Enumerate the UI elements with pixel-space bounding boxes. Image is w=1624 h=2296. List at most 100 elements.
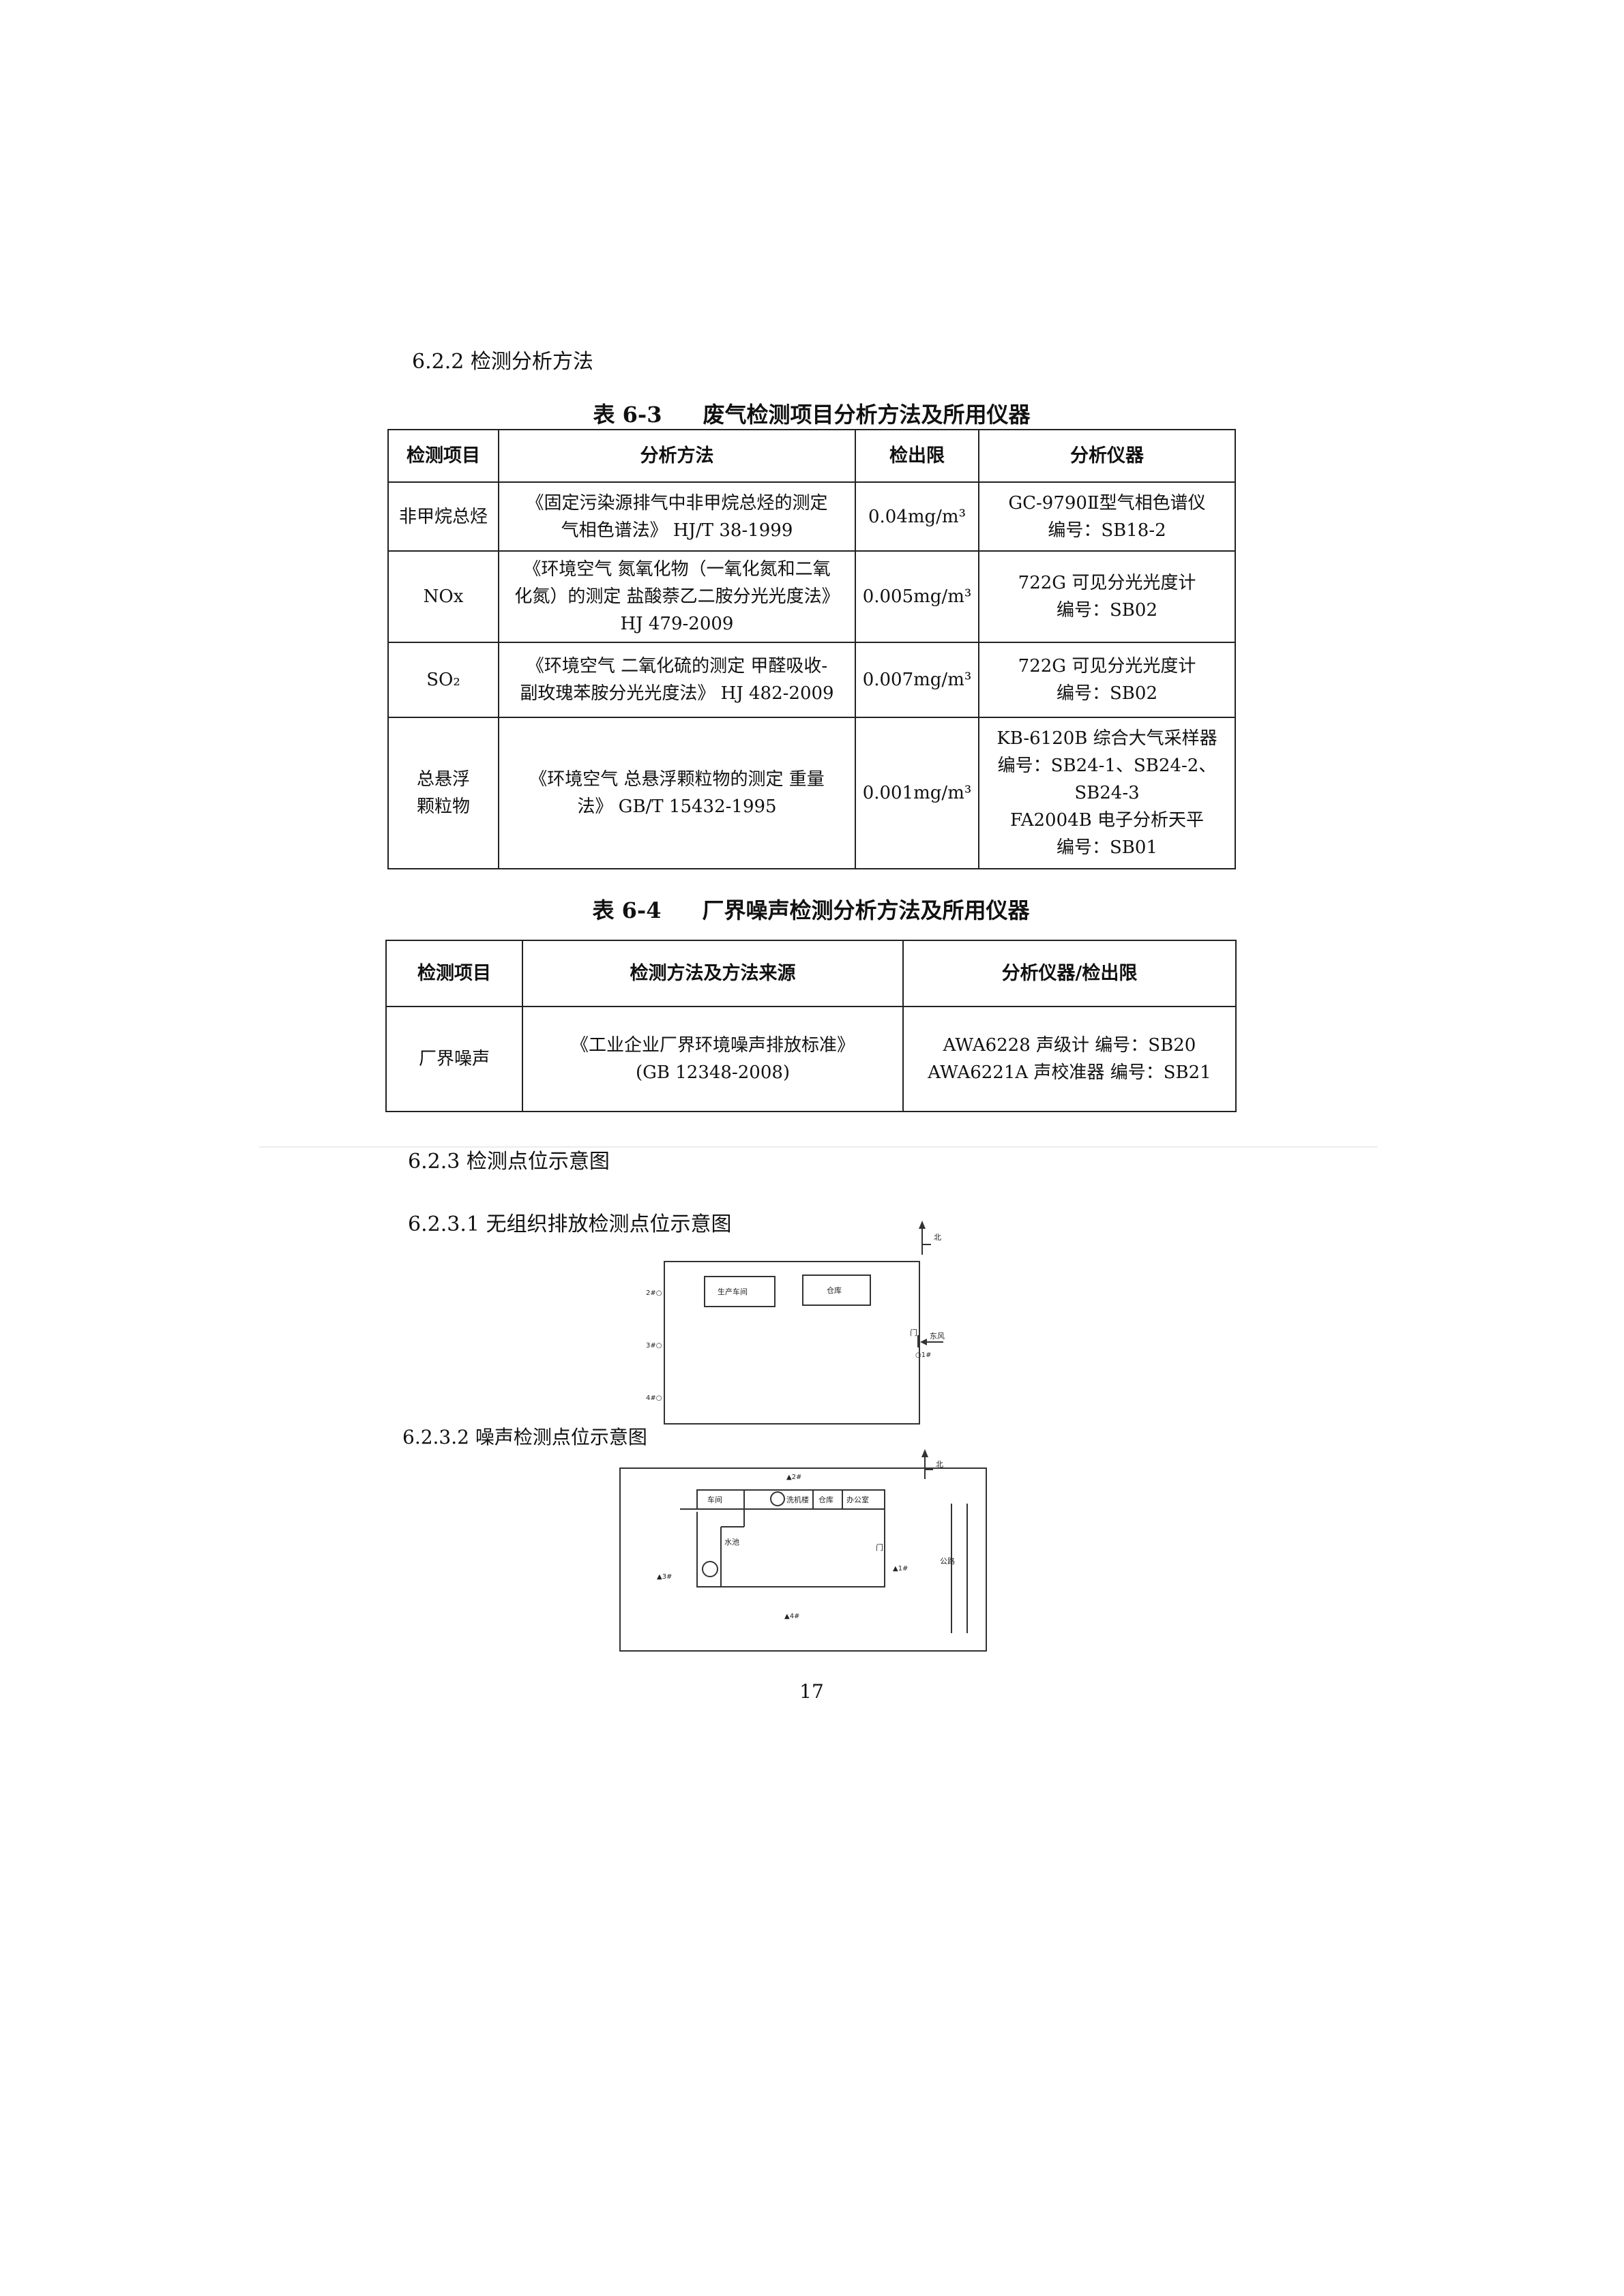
instrument-cell: KB-6120B 综合大气采样器 编号：SB24-1、SB24-2、 SB24-… (978, 717, 1236, 869)
north-label: 北 (934, 1233, 941, 1242)
method-line: 《环境空气 二氧化硫的测定 甲醛吸收- (526, 656, 828, 676)
item-line: 颗粒物 (416, 796, 470, 817)
method-line: HJ 479-2009 (620, 614, 734, 634)
method-cell: 《固定污染源排气中非甲烷总烃的测定 气相色谱法》 HJ/T 38-1999 (498, 481, 856, 552)
instrument-cell: GC-9790Ⅱ型气相色谱仪 编号：SB18-2 (978, 481, 1236, 552)
north-arrow-icon (921, 1449, 928, 1457)
table-6-3: 检测项目 分析方法 检出限 分析仪器 非甲烷总烃 《固定污染源排气中非甲烷总烃的… (387, 429, 1236, 869)
table-6-3-title: 废气检测项目分析方法及所用仪器 (703, 402, 1031, 428)
page-number: 17 (799, 1680, 824, 1703)
table-row: 总悬浮 颗粒物 《环境空气 总悬浮颗粒物的测定 重量 法》 GB/T 15432… (387, 717, 1236, 869)
method-line: 《固定污染源排气中非甲烷总烃的测定 (526, 492, 828, 513)
header-cell: 分析仪器/检出限 (902, 940, 1237, 1007)
table-6-4-number: 表 6-4 (592, 897, 662, 923)
section-heading-6-2-3-2: 6.2.3.2 噪声检测点位示意图 (402, 1426, 647, 1448)
warehouse-label: 仓库 (818, 1495, 833, 1504)
instrument-cell: 722G 可见分光光度计 编号：SB02 (978, 642, 1236, 718)
noise-point-4: ▲4# (784, 1613, 799, 1620)
method-line: 《环境空气 总悬浮颗粒物的测定 重量 (529, 769, 825, 790)
method-cell: 《环境空气 二氧化硫的测定 甲醛吸收- 副玫瑰苯胺分光光度法》 HJ 482-2… (498, 642, 856, 718)
limit-cell: 0.001mg/m³ (855, 717, 979, 869)
instrument-cell: AWA6228 声级计 编号：SB20 AWA6221A 声校准器 编号：SB2… (902, 1006, 1237, 1112)
machine-label: 洗机楼 (786, 1495, 809, 1504)
north-label: 北 (936, 1460, 943, 1469)
instrument-line: KB-6120B 综合大气采样器 (996, 728, 1217, 749)
door-label: 门 (876, 1542, 883, 1552)
section-heading-6-2-3: 6.2.3 检测点位示意图 (408, 1150, 610, 1174)
monitor-point-4: 4#○ (646, 1395, 662, 1402)
section-heading-6-2-3-1: 6.2.3.1 无组织排放检测点位示意图 (408, 1212, 732, 1236)
instrument-line: AWA6228 声级计 编号：SB20 (943, 1035, 1196, 1056)
table-6-4-caption: 表 6-4 厂界噪声检测分析方法及所用仪器 (387, 893, 1235, 925)
instrument-line: FA2004B 电子分析天平 (1009, 810, 1205, 831)
monitor-point-1: ○1# (915, 1352, 931, 1359)
monitor-point-2: 2#○ (646, 1289, 662, 1297)
noise-point-3: ▲3# (657, 1573, 672, 1581)
method-line: 《工业企业厂界环境噪声排放标准》 (570, 1035, 855, 1056)
road-label: 公路 (940, 1557, 955, 1566)
header-cell: 检测项目 (387, 429, 499, 483)
header-cell: 检测项目 (385, 940, 523, 1007)
workshop-label: 车间 (707, 1495, 722, 1504)
method-cell: 《环境空气 总悬浮颗粒物的测定 重量 法》 GB/T 15432-1995 (498, 717, 856, 869)
door-label: 门 (910, 1328, 917, 1337)
instrument-line: SB24-3 (1074, 783, 1140, 803)
header-cell: 检测方法及方法来源 (522, 940, 904, 1007)
table-row: 非甲烷总烃 《固定污染源排气中非甲烷总烃的测定 气相色谱法》 HJ/T 38-1… (387, 481, 1236, 552)
diagram-noise-points: 北 车间 洗机楼 仓库 办公室 水池 公路 门 ▲1# ▲2# ▲3# ▲4# (619, 1449, 987, 1652)
item-cell: 总悬浮 颗粒物 (387, 717, 499, 869)
workshop-building (704, 1276, 776, 1307)
method-line: 气相色谱法》 HJ/T 38-1999 (561, 520, 793, 541)
water-tank-circle (702, 1561, 718, 1577)
method-line: 副玫瑰苯胺分光光度法》 HJ 482-2009 (520, 683, 834, 704)
wind-label: 东风 (930, 1332, 945, 1341)
method-line: 《环境空气 氮氧化物（一氧化氮和二氧 (523, 559, 831, 580)
workshop-label: 生产车间 (718, 1287, 748, 1296)
item-cell: SO₂ (387, 642, 499, 718)
item-cell: 非甲烷总烃 (387, 481, 499, 552)
noise-point-1: ▲1# (893, 1565, 908, 1572)
instrument-line: 编号：SB18-2 (1048, 520, 1166, 541)
table-header-row: 检测项目 分析方法 检出限 分析仪器 (387, 429, 1236, 483)
header-cell: 分析仪器 (978, 429, 1236, 483)
instrument-line: GC-9790Ⅱ型气相色谱仪 (1008, 492, 1206, 513)
warehouse-building (802, 1274, 871, 1306)
instrument-line: AWA6221A 声校准器 编号：SB21 (928, 1062, 1211, 1083)
limit-cell: 0.007mg/m³ (855, 642, 979, 718)
table-6-4: 检测项目 检测方法及方法来源 分析仪器/检出限 厂界噪声 《工业企业厂界环境噪声… (385, 940, 1237, 1112)
section-heading-6-2-2: 6.2.2 检测分析方法 (412, 350, 593, 374)
instrument-cell: 722G 可见分光光度计 编号：SB02 (978, 550, 1236, 643)
table-row: 厂界噪声 《工业企业厂界环境噪声排放标准》 (GB 12348-2008) AW… (385, 1006, 1237, 1112)
instrument-line: 722G 可见分光光度计 (1018, 656, 1196, 676)
machine-circle (770, 1491, 785, 1506)
method-line: 化氮）的测定 盐酸萘乙二胺分光光度法》 (514, 586, 840, 607)
instrument-line: 编号：SB01 (1056, 837, 1157, 858)
limit-cell: 0.04mg/m³ (855, 481, 979, 552)
method-cell: 《工业企业厂界环境噪声排放标准》 (GB 12348-2008) (522, 1006, 904, 1112)
instrument-line: 编号：SB24-1、SB24-2、 (997, 756, 1217, 776)
table-6-3-caption: 表 6-3 废气检测项目分析方法及所用仪器 (389, 398, 1235, 429)
item-cell: NOx (387, 550, 499, 643)
method-line: 法》 GB/T 15432-1995 (577, 796, 777, 817)
table-row: SO₂ 《环境空气 二氧化硫的测定 甲醛吸收- 副玫瑰苯胺分光光度法》 HJ 4… (387, 642, 1236, 718)
item-line: 总悬浮 (416, 769, 470, 790)
table-header-row: 检测项目 检测方法及方法来源 分析仪器/检出限 (385, 940, 1237, 1007)
table-6-3-number: 表 6-3 (593, 402, 662, 428)
plant-outline (680, 1508, 885, 1587)
office-label: 办公室 (846, 1495, 869, 1504)
instrument-line: 编号：SB02 (1056, 683, 1157, 704)
warehouse-label: 仓库 (827, 1285, 842, 1295)
method-line: (GB 12348-2008) (635, 1062, 791, 1083)
table-row: NOx 《环境空气 氮氧化物（一氧化氮和二氧 化氮）的测定 盐酸萘乙二胺分光光度… (387, 550, 1236, 643)
wind-arrow-icon (920, 1339, 927, 1345)
water-tank-label: 水池 (724, 1538, 739, 1547)
method-cell: 《环境空气 氮氧化物（一氧化氮和二氧 化氮）的测定 盐酸萘乙二胺分光光度法》 H… (498, 550, 856, 643)
instrument-line: 722G 可见分光光度计 (1018, 573, 1196, 593)
site-boundary (664, 1261, 920, 1425)
table-6-4-title: 厂界噪声检测分析方法及所用仪器 (702, 897, 1030, 923)
item-cell: 厂界噪声 (385, 1006, 523, 1112)
north-arrow-icon (919, 1221, 926, 1229)
site-boundary (619, 1467, 987, 1652)
limit-cell: 0.005mg/m³ (855, 550, 979, 643)
scan-fold-line (259, 1146, 1378, 1148)
